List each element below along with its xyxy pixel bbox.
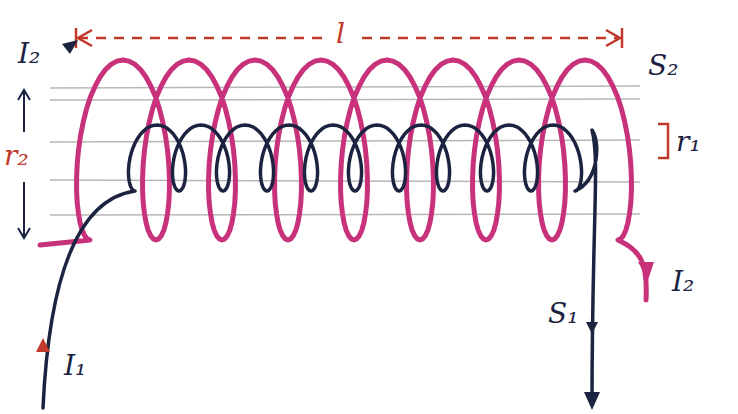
symbol-label: I₂	[18, 40, 40, 68]
symbol-label: l	[336, 20, 345, 48]
symbol-label: I₂	[672, 268, 694, 296]
symbol-label: r₂	[4, 142, 29, 170]
symbol-label: I₁	[64, 352, 86, 380]
current-arrow	[36, 338, 50, 352]
current-arrow	[638, 262, 654, 280]
current-arrows	[62, 40, 600, 410]
radius-bracket	[658, 124, 668, 158]
symbol-label: S₁	[548, 300, 578, 328]
length-dimension	[76, 28, 622, 48]
symbol-label: r₁	[676, 128, 701, 156]
symbol-label: S₂	[648, 52, 678, 80]
inner-solenoid	[43, 125, 597, 408]
outer-solenoid	[40, 60, 646, 300]
